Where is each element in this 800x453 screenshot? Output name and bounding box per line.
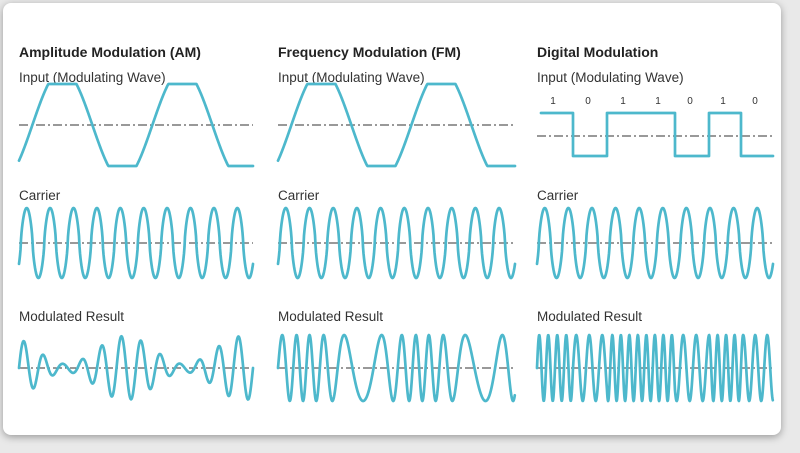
am-carrier-wave bbox=[17, 206, 255, 280]
waves-canvas: 1 0 1 1 0 1 0 bbox=[17, 82, 775, 403]
bit-label: 1 bbox=[550, 96, 556, 107]
am-input-label: Input (Modulating Wave) bbox=[19, 70, 166, 85]
fm-result-wave bbox=[276, 333, 517, 403]
fm-column bbox=[276, 82, 517, 403]
digital-carrier-wave bbox=[535, 206, 775, 280]
am-result-label: Modulated Result bbox=[19, 309, 125, 324]
am-carrier-label: Carrier bbox=[19, 188, 61, 203]
digital-carrier-label: Carrier bbox=[537, 188, 579, 203]
digital-result-label: Modulated Result bbox=[537, 309, 643, 324]
digital-input-label: Input (Modulating Wave) bbox=[537, 70, 684, 85]
bit-label: 1 bbox=[620, 96, 626, 107]
fm-input-wave bbox=[276, 82, 517, 168]
bit-label: 1 bbox=[655, 96, 661, 107]
digital-column: 1 0 1 1 0 1 0 bbox=[535, 96, 775, 403]
digital-input-wave bbox=[539, 111, 775, 158]
bit-label: 0 bbox=[585, 96, 591, 107]
fm-input-label: Input (Modulating Wave) bbox=[278, 70, 425, 85]
bit-label: 1 bbox=[720, 96, 726, 107]
digital-title: Digital Modulation bbox=[537, 44, 659, 60]
digital-result-wave bbox=[535, 333, 775, 403]
bit-label: 0 bbox=[687, 96, 693, 107]
am-result-wave bbox=[17, 334, 255, 401]
am-column bbox=[17, 82, 255, 401]
diagram-card: Amplitude Modulation (AM) Frequency Modu… bbox=[3, 3, 781, 435]
am-input-wave bbox=[17, 82, 255, 168]
am-title: Amplitude Modulation (AM) bbox=[19, 44, 201, 60]
bit-label: 0 bbox=[752, 96, 758, 107]
digital-bit-labels: 1 0 1 1 0 1 0 bbox=[550, 96, 758, 107]
fm-carrier-wave bbox=[276, 206, 517, 280]
fm-title: Frequency Modulation (FM) bbox=[278, 44, 461, 60]
fm-carrier-label: Carrier bbox=[278, 188, 320, 203]
fm-result-label: Modulated Result bbox=[278, 309, 384, 324]
